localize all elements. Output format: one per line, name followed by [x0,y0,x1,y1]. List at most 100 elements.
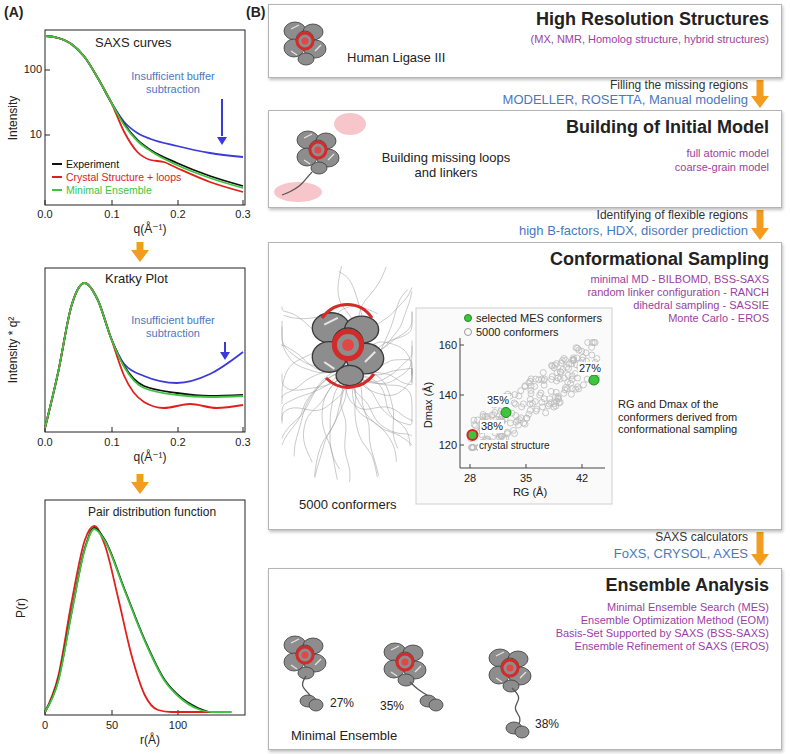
tick-mark [526,464,527,468]
plot-title: SAXS curves [95,36,172,51]
axis-title: Intensity * q² [7,317,21,384]
annotation: Insufficient buffer subtraction [122,70,224,95]
method-list: random linker configuration - RANCH [587,286,769,299]
method-list: minimal MD - BILBOMD, BSS-SAXS [591,273,769,286]
panel-letter: (A) [4,4,23,20]
conformer-point [504,429,510,435]
tick-label: 0.1 [104,436,119,449]
axis-title: r(Å) [140,734,160,748]
tick-label: 0.3 [235,208,250,221]
data-curve [45,528,231,712]
axis-title: P(r) [15,598,29,618]
conformer-point [527,407,533,413]
tick-mark [582,464,583,468]
tick-label: 0.2 [170,436,185,449]
axis-title: RG (Å) [513,486,547,499]
flow-arrow [751,80,769,108]
conformer-point [554,370,560,376]
tick-mark [45,200,46,205]
step-heading: Building of Initial Model [566,117,769,138]
conformer-point [540,404,546,410]
plot-frame [45,268,245,432]
linker-chain [512,688,520,726]
conformer-point [512,431,518,437]
helix-ribbon [322,305,374,388]
inset-panel [416,308,612,504]
step-heading: High Resolution Structures [536,9,769,30]
conformer-point [549,362,555,368]
protein-cartoon [284,22,326,65]
legend-text: 5000 conformers [476,326,559,339]
software-list: FoXS, CRYSOL, AXES [614,547,748,562]
annotation: Insufficient buffer subtraction [122,314,224,339]
data-curve [45,36,243,157]
legend-entry: Experiment [52,158,119,170]
missing-region [334,113,366,135]
tick-mark [470,464,471,468]
conformer-point [552,394,558,400]
legend-line-swatch [52,176,62,178]
tick-label: 50 [106,719,118,732]
legend-text: selected MES conformers [476,312,602,325]
figure-caption: Minimal Ensemble [291,729,397,744]
pointer-arrow [221,99,223,136]
method-list: Basis-Set Supported by SAXS (BSS-SAXS) [556,627,769,640]
protein-domain [420,695,443,711]
workflow-step-box: Ensemble AnalysisMinimal Ensemble Search… [268,568,782,750]
legend-line-swatch [52,189,62,191]
conformer-point [522,384,528,390]
conformer-point [480,412,486,418]
legend-text: Experiment [66,158,119,170]
percentage: 38% [480,420,504,433]
selected-point [501,408,511,418]
axis-title: Intensity [7,96,21,141]
data-curve [45,283,243,428]
tick-label: 0 [42,719,48,732]
conformer-point [562,387,568,393]
conformer-point [520,401,526,407]
conformer-point [559,358,565,364]
pointer-arrow [224,342,226,352]
axis-title: q(Å⁻¹) [134,223,167,237]
tick-mark [45,135,50,136]
tick-mark [178,200,179,205]
method-list: Minimal Ensemble Search (MES) [607,601,769,614]
edge-label: Filling the missing regions [610,79,748,93]
conformer-point [589,352,595,358]
tick-label: 28 [464,472,476,485]
tick-label: 35 [520,472,532,485]
conformer-point [468,445,474,451]
tick-mark [178,427,179,432]
conformer-point [526,411,532,417]
tick-label: 140 [439,389,457,402]
step-heading: Ensemble Analysis [606,575,769,596]
legend-entry: Crystal Structure + loops [52,171,181,183]
legend-entry: Minimal Ensemble [52,184,152,196]
conformer-point [540,370,546,376]
axis-title: Dmax (Å) [422,382,435,428]
tick-label: 100 [24,63,42,76]
conformer-point [522,383,528,389]
method-list: (MX, NMR, Homolog structure, hybrid stru… [531,33,769,46]
conformer-point [585,340,591,346]
plot-panel: Pair distribution function [0,496,252,752]
conformer-point [566,366,572,372]
tick-mark [112,710,113,715]
flow-arrow [131,242,149,262]
conformer-point [511,400,517,406]
software-list: high B-factors, HDX, disorder prediction [519,224,748,239]
tick-label: 0.2 [170,208,185,221]
tick-mark [112,427,113,432]
tick-mark [243,427,244,432]
protein-domain [506,722,529,738]
step-heading: Conformational Sampling [550,249,769,270]
tick-mark [112,200,113,205]
protein-domain [300,695,323,711]
tick-label: 10 [30,128,42,141]
protein-cartoon [384,643,426,686]
flow-arrow [751,210,769,240]
data-curve [45,36,243,192]
tick-label: 160 [439,339,457,352]
data-curve [45,529,231,712]
percentage: 27% [578,362,602,375]
